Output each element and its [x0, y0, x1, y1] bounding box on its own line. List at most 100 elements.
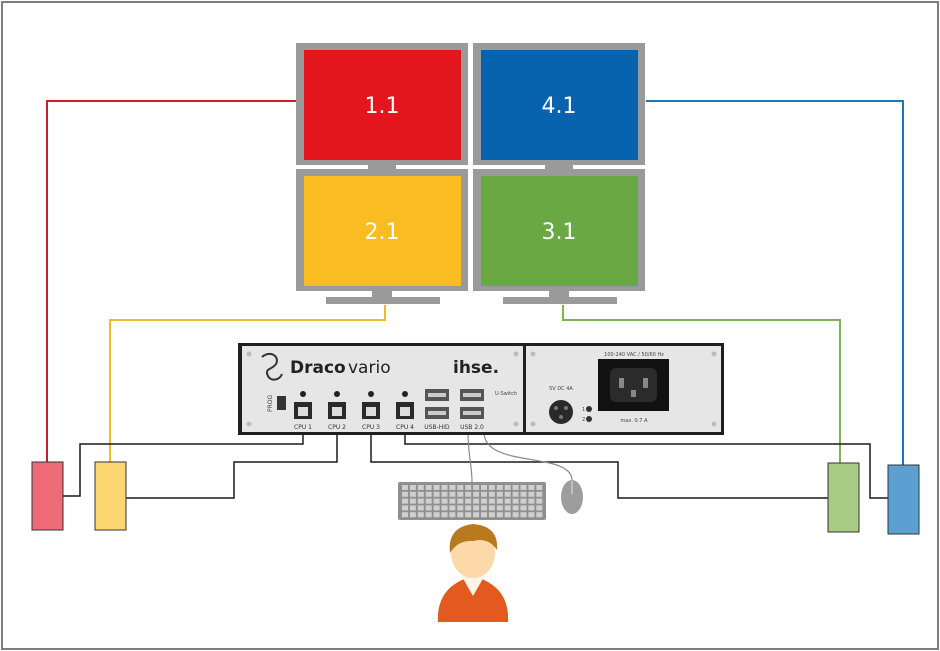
keyboard-key [425, 491, 432, 497]
screw [513, 421, 519, 427]
keyboard-key [488, 498, 495, 504]
keyboard-key [441, 491, 448, 497]
cable-yellow [109, 305, 386, 462]
keyboard-key [496, 485, 503, 490]
user-collar [461, 575, 485, 596]
keyboard-key [512, 505, 519, 511]
keyboard-key [441, 485, 448, 490]
keyboard-key [417, 498, 424, 504]
cable-mouse [483, 431, 573, 483]
keyboard-key [481, 491, 487, 497]
port-label: USB 2.0 [460, 424, 484, 431]
keyboard-key [433, 498, 440, 504]
monitor-screen [481, 50, 638, 160]
keyboard-key [402, 505, 408, 511]
monitor-stand [503, 297, 617, 304]
keyboard-key [488, 512, 495, 518]
keyboard-key [528, 485, 535, 490]
keyboard-key [504, 485, 511, 490]
keyboard-key [473, 485, 480, 490]
keyboard-key [449, 512, 456, 518]
monitor-3-1: 3.1 [473, 169, 645, 304]
monitor-stand [326, 297, 440, 304]
monitor-neck [368, 165, 396, 169]
keyboard-key [441, 505, 448, 511]
usb-2-ports: USB 2.0 [460, 389, 484, 431]
keyboard-key [449, 485, 456, 490]
dc-pin [564, 406, 568, 410]
keyboard-key [425, 505, 432, 511]
cpu-3-box [827, 462, 860, 533]
cpu-port-2: CPU 2 [328, 391, 346, 431]
keyboard-key [433, 505, 440, 511]
keyboard-key [536, 498, 543, 504]
keyboard-key [425, 485, 432, 490]
monitor-neck [549, 291, 569, 297]
keyboard-key [441, 498, 448, 504]
usb-cables [63, 432, 889, 499]
cable-blue [646, 100, 904, 465]
screw [513, 351, 519, 357]
keyboard-key [512, 498, 519, 504]
keyboard-key [520, 512, 527, 518]
keyboard-key [417, 491, 424, 497]
keyboard-key [457, 512, 464, 518]
monitor-neck [545, 165, 573, 169]
usb-hid-ports: USB-HID [424, 389, 450, 431]
keyboard-icon [398, 482, 546, 520]
user-hair [449, 524, 498, 553]
keyboard-key [520, 505, 527, 511]
usb-b-port-inner [332, 407, 342, 416]
dc-pin [554, 406, 558, 410]
keyboard-key [409, 512, 416, 518]
keyboard-key [402, 512, 408, 518]
cpu-2-box [94, 461, 127, 531]
screw [711, 421, 717, 427]
dc-power-jack [549, 400, 573, 424]
keyboard-key [512, 485, 519, 490]
user-body [437, 576, 509, 622]
monitor-label: 4.1 [542, 94, 577, 119]
keyboard-key [433, 491, 440, 497]
keyboard-key [409, 505, 416, 511]
keyboard-key [417, 485, 424, 490]
usb-a-port-inner [463, 393, 481, 397]
keyboard-key [481, 498, 487, 504]
cpu-1-box [31, 461, 64, 531]
keyboard-key [473, 491, 480, 497]
keyboard-key [433, 512, 440, 518]
keyboard-key [504, 505, 511, 511]
keyboard-key [465, 491, 472, 497]
status-led [368, 391, 374, 397]
indicator-led [586, 416, 592, 422]
keyboard-key [402, 485, 408, 490]
keyboard-key [528, 512, 535, 518]
keyboard-key [481, 505, 487, 511]
device-model: vario [348, 358, 391, 378]
keyboard-key [417, 512, 424, 518]
keyboard-key [409, 485, 416, 490]
port-label: USB-HID [424, 424, 450, 431]
keyboard-key [528, 498, 535, 504]
cable-green [562, 305, 841, 463]
keyboard-key [473, 512, 480, 518]
keyboard-key [536, 505, 543, 511]
cable-keyboard [467, 431, 473, 483]
user-icon [437, 524, 509, 622]
keyboard-key [433, 485, 440, 490]
power-rating: 100-240 VAC / 50/60 Hz [604, 352, 664, 358]
indicator-led [586, 406, 592, 412]
ac-inlet-socket [610, 368, 657, 402]
keyboard-key [473, 505, 480, 511]
prog-port [277, 396, 286, 410]
usb-b-port-inner [400, 407, 410, 416]
screw [530, 421, 536, 427]
keyboard-key [457, 485, 464, 490]
keyboard-key [536, 491, 543, 497]
cable-cpu4 [404, 432, 889, 499]
keyboard-key [488, 491, 495, 497]
monitor-1-1: 1.1 [296, 43, 468, 169]
cable-red [46, 100, 300, 462]
keyboard-key [504, 512, 511, 518]
